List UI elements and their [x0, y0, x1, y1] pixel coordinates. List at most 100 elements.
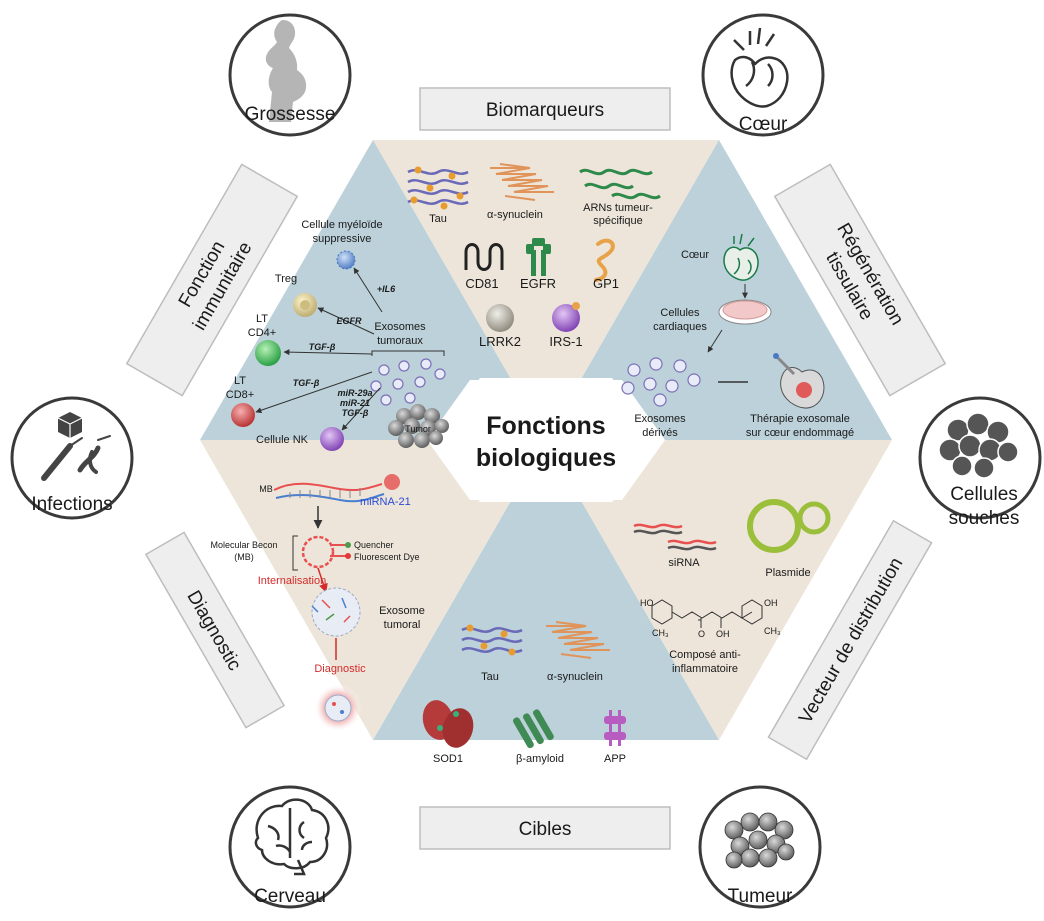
curcumin-structure-icon: [651, 599, 763, 628]
heart-organ-icon: [723, 233, 759, 281]
chem-o: O: [698, 629, 705, 639]
immune-mir-line2: miR-21: [340, 398, 370, 408]
app-icon: [604, 710, 626, 746]
gp1-icon: [594, 238, 615, 282]
regen-cellules-line2: cardiaques: [653, 321, 707, 333]
biomarqueurs-content: Tau α-synuclein ARNs tumeur- spécifique …: [407, 163, 661, 349]
diag-arrow-2: [317, 567, 328, 593]
center-title-line2: biologiques: [476, 444, 616, 472]
corner-cerveau-label: Cerveau: [254, 886, 326, 907]
biomarker-synuclein-label: α-synuclein: [487, 209, 543, 221]
panel-vecteur: [546, 440, 892, 740]
corner-cellules-souches: Cellules souches: [918, 396, 1042, 529]
delivery-plasmide-label: Plasmide: [765, 567, 810, 579]
biomarker-irs1-label: IRS-1: [549, 334, 582, 349]
stem-cells-icon: [938, 412, 1019, 479]
diag-mirna-label: miRNA-21: [360, 496, 411, 508]
sod1-icon: [422, 700, 474, 748]
delivery-content: siRNA Plasmide HO CH₃ O OH OH CH₃ Compos…: [633, 499, 831, 675]
cd8-cell-icon: [231, 403, 255, 427]
virus-icon: [57, 412, 83, 438]
biomarker-gp1-label: GP1: [593, 276, 619, 291]
delivery-compose-line2: inflammatoire: [672, 663, 738, 675]
tumoral-exosome-icon: [311, 587, 361, 637]
immune-myeloid-line1: Cellule myéloïde: [301, 219, 382, 231]
corner-cellules-line1: Cellules: [950, 484, 1018, 505]
regen-therapie-line2: sur cœur endommagé: [746, 427, 854, 439]
immune-arrows: [255, 267, 383, 431]
chem-ch3-right: CH₃: [764, 626, 781, 636]
diag-exosome-line1: Exosome: [379, 605, 425, 617]
diagnostic-content: MB miRNA-21 Molecular Becon (MB) Quenche…: [210, 474, 425, 732]
banner-biomarqueurs: Biomarqueurs: [419, 87, 671, 131]
corner-cellules-line2: souches: [949, 508, 1020, 529]
immune-egfr-label: EGFR: [336, 316, 362, 326]
biomarker-cd81-label: CD81: [465, 276, 498, 291]
immune-cd4-line1: LT: [256, 313, 268, 325]
bacteria-icon: [41, 435, 111, 481]
tau-protein-icon: [407, 166, 469, 210]
corner-infections-label: Infections: [31, 494, 112, 515]
biomarker-lrrk2-label: LRRK2: [479, 334, 521, 349]
lrrk2-icon: [486, 304, 514, 332]
diag-beacon-line2: (MB): [234, 552, 254, 562]
target-tau-label: Tau: [481, 671, 499, 683]
regen-arrow-2: [707, 329, 723, 353]
target-synuclein-icon: [546, 621, 610, 659]
immune-il6-label: +IL6: [377, 284, 396, 294]
amyloid-icon: [513, 709, 554, 749]
corner-tumeur-label: Tumeur: [728, 886, 793, 907]
nk-cell-icon: [320, 427, 344, 451]
banner-biomarqueurs-label: Biomarqueurs: [486, 100, 604, 121]
target-amyloid-label: β-amyloid: [516, 753, 564, 765]
banner-cibles-label: Cibles: [519, 819, 572, 840]
cibles-content: Tau α-synuclein SOD1 β-amyloid APP: [422, 621, 626, 765]
regeneration-content: Cœur Cellules cardiaques Exosomes dérivé…: [621, 233, 854, 439]
synuclein-icon: [490, 163, 554, 201]
diag-diagnostic-label: Diagnostic: [314, 663, 366, 675]
immune-tgf1-label: TGF-β: [309, 342, 336, 352]
plasmid-icon: [747, 499, 831, 553]
tumor-exosomes-icon: [370, 358, 446, 406]
immune-mir-line1: miR-29a: [337, 388, 372, 398]
corner-infections: Infections: [10, 396, 134, 520]
chem-ch3-left: CH₃: [652, 628, 669, 638]
immune-myeloid-line2: suppressive: [313, 233, 372, 245]
diag-internalisation-label: Internalisation: [258, 575, 327, 587]
immune-nk-label: Cellule NK: [256, 434, 309, 446]
panel-biomarqueurs: [373, 140, 719, 440]
immune-cd4-line2: CD4+: [248, 327, 276, 339]
treg-nucleus: [300, 300, 310, 310]
diag-exosome-line2: tumoral: [384, 619, 421, 631]
panel-immunitaire: [200, 140, 546, 440]
immune-cd8-line2: CD8+: [226, 389, 254, 401]
biomarker-tau-label: Tau: [429, 213, 447, 225]
tumor-icon: [724, 812, 795, 869]
diag-bracket: [292, 535, 298, 571]
tumor-mass-icon: [388, 404, 449, 448]
banner-diagnostic: Diagnostic: [144, 531, 286, 729]
regen-cellules-line1: Cellules: [660, 307, 700, 319]
brain-icon: [254, 798, 330, 876]
corner-tumeur: Tumeur: [698, 785, 822, 909]
mirna-strand-icon: [273, 482, 385, 503]
chem-ho: HO: [640, 598, 654, 608]
regen-exosomes-line2: dérivés: [642, 427, 678, 439]
cd4-cell-icon: [255, 340, 281, 366]
immune-mir-line3: TGF-β: [342, 408, 369, 418]
regen-exosomes-line1: Exosomes: [634, 413, 686, 425]
biomarker-arn-line2: spécifique: [593, 215, 643, 227]
target-synuclein-label: α-synuclein: [547, 671, 603, 683]
petri-dish-icon: [718, 299, 772, 325]
sirna-icon: [633, 523, 717, 551]
banner-vecteur-label: Vecteur de distribution: [795, 554, 907, 727]
biomarker-egfr-label: EGFR: [520, 276, 556, 291]
chem-oh-mid: OH: [716, 629, 730, 639]
immune-tgf2-label: TGF-β: [293, 378, 320, 388]
diag-mb-label: MB: [259, 484, 273, 494]
diag-quencher-label: Quencher: [354, 540, 394, 550]
panel-diagnostic: [200, 440, 546, 740]
diag-dye-label: Fluorescent Dye: [354, 552, 420, 562]
delivery-sirna-label: siRNA: [668, 557, 700, 569]
immune-treg-label: Treg: [275, 273, 297, 285]
